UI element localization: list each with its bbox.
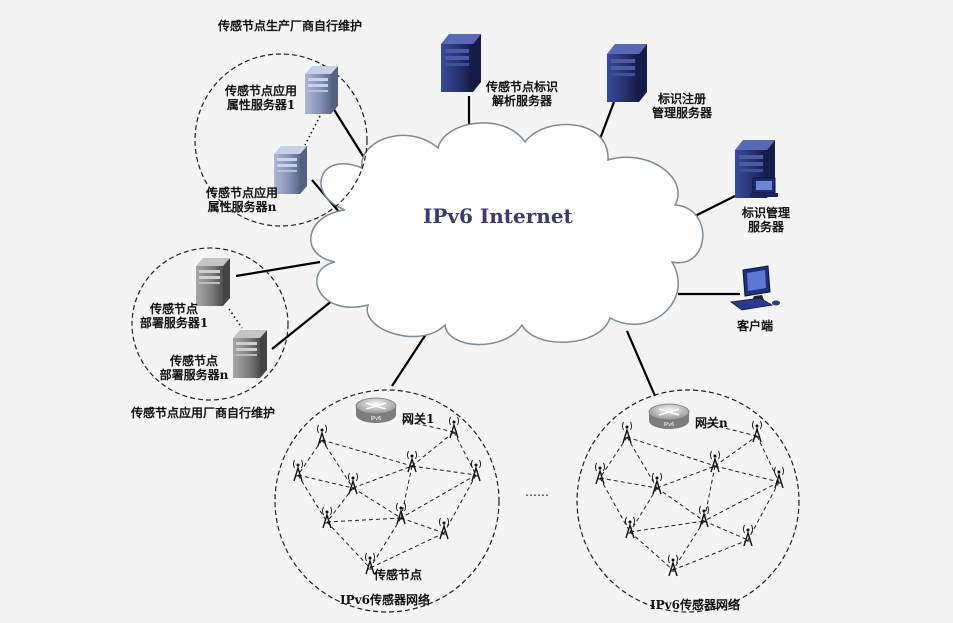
sensor-network-right-ellipse (576, 389, 800, 613)
manage-server-line1: 标识管理 (741, 206, 790, 220)
sensor-network-right-label: IPv6传感器网络 (650, 598, 740, 612)
sensor-node-icon (742, 524, 754, 547)
deploy-server-ellipsis (228, 308, 243, 329)
sensor-node-icon (773, 466, 785, 489)
gateway-1-label: 网关1 (402, 412, 435, 426)
app-vendor-group-label: 传感节点应用厂商自行维护 (131, 406, 276, 420)
manufacturer-group-ellipse (194, 53, 368, 227)
attr-server-1-line1: 传感节点应用 (224, 84, 297, 98)
resolve-server-line1: 传感节点标识 (485, 80, 558, 94)
attr-server-n-line1: 传感节点应用 (205, 186, 278, 200)
link-deploy1 (235, 260, 321, 278)
resolve-server-label: 传感节点标识 解析服务器 (476, 80, 568, 108)
sensor-node-icon (709, 450, 721, 473)
deploy-server-1-label: 传感节点 部署服务器1 (128, 302, 220, 330)
register-server-label: 标识注册 管理服务器 (642, 92, 722, 120)
sensor-node-icon (624, 516, 636, 539)
link-deployn (271, 295, 339, 350)
sensor-node-icon (751, 420, 763, 443)
register-server-line2: 管理服务器 (651, 106, 712, 120)
attr-server-1-icon (305, 66, 338, 114)
sensor-node-icon (438, 517, 450, 540)
sensor-network-left-label: IPv6传感器网络 (340, 593, 430, 607)
attr-server-n-label: 传感节点应用 属性服务器n (197, 186, 287, 214)
register-server-icon (607, 44, 647, 102)
sensor-nodes-left (292, 416, 482, 575)
gateway-n-label: 网关n (695, 416, 728, 430)
sensor-node-icon (406, 450, 418, 473)
link-network-left (391, 327, 431, 387)
network-ellipsis: …… (525, 485, 549, 499)
resolve-server-line2: 解析服务器 (491, 94, 552, 108)
sensor-node-icon (316, 424, 328, 447)
deploy-server-1-line2: 部署服务器1 (139, 316, 209, 330)
attr-server-1-label: 传感节点应用 属性服务器1 (216, 84, 306, 112)
gateway-n-router-icon: IPv6 (648, 403, 690, 429)
sensor-node-icon (470, 459, 482, 482)
ipv6-internet-cloud (310, 122, 704, 346)
deploy-server-n-line2: 部署服务器n (159, 368, 229, 382)
link-network-right (625, 330, 657, 397)
deploy-server-1-line1: 传感节点 (149, 302, 198, 316)
register-server-line1: 标识注册 (657, 92, 706, 106)
app-vendor-group-ellipse (131, 247, 289, 401)
sensor-node-icon (698, 505, 710, 528)
sensor-network-left-ellipse (274, 389, 500, 613)
manage-server-label: 标识管理 服务器 (731, 206, 801, 234)
attr-server-n-line2: 属性服务器n (207, 200, 277, 214)
router-label: IPv6 (664, 422, 675, 428)
deploy-server-n-line1: 传感节点 (169, 354, 218, 368)
sensor-node-label: 传感节点 (374, 568, 423, 582)
deploy-server-1-icon (196, 258, 230, 306)
sensor-node-icon (448, 416, 460, 439)
client-label: 客户端 (737, 319, 774, 333)
gateway-1-router-icon: IPv6 (355, 397, 397, 423)
sensor-node-icon (395, 502, 407, 525)
mesh-left (297, 419, 477, 569)
sensor-nodes-right (594, 420, 785, 577)
deploy-server-n-label: 传感节点 部署服务器n (148, 354, 240, 382)
cloud-title: IPv6 Internet (423, 204, 573, 228)
resolve-server-icon (441, 34, 481, 92)
mesh-right (599, 421, 780, 571)
attr-server-ellipsis (304, 115, 321, 146)
manage-server-line2: 服务器 (747, 220, 784, 234)
manufacturer-group-label: 传感节点生产厂商自行维护 (218, 19, 363, 33)
attr-server-1-line2: 属性服务器1 (226, 98, 296, 112)
router-label: IPv6 (371, 416, 382, 422)
client-computer-icon (729, 265, 780, 311)
manage-server-icon (735, 140, 778, 198)
sensor-node-icon (651, 472, 663, 495)
sensor-node-icon (621, 421, 633, 444)
